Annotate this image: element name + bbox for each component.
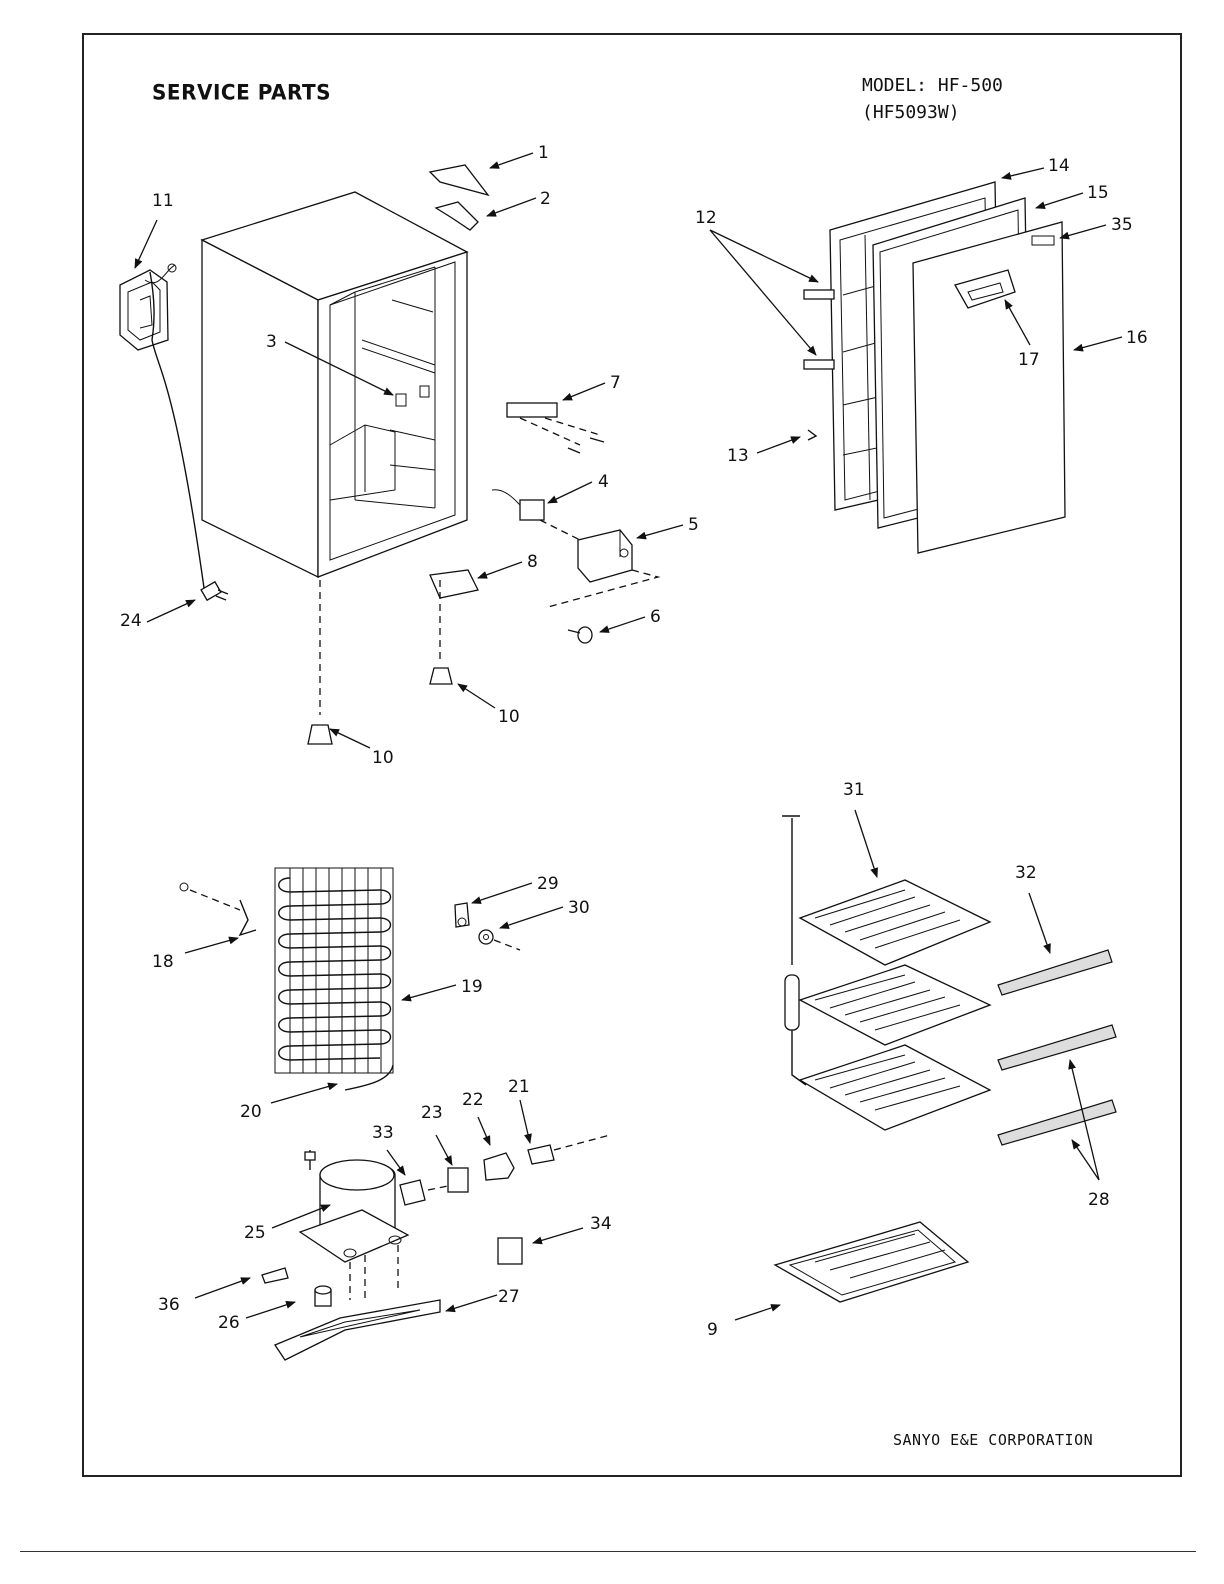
part-28-rail <box>997 1024 1117 1071</box>
cabinet-drawing <box>200 191 469 579</box>
callout-7: 7 <box>610 373 621 393</box>
callout-25: 25 <box>244 1223 266 1243</box>
part-7-strip <box>506 402 558 418</box>
evaporator-shelves <box>782 815 992 1131</box>
part-5-thermostat <box>577 529 633 583</box>
callout-22: 22 <box>462 1090 484 1110</box>
callout-10a: 10 <box>498 707 520 727</box>
part-18-clip <box>179 882 257 937</box>
callout-35: 35 <box>1111 215 1133 235</box>
part-2-bracket <box>434 201 479 231</box>
door-assembly <box>803 181 1066 554</box>
part-4-switch <box>491 489 545 521</box>
callout-1: 1 <box>538 143 549 163</box>
callout-20: 20 <box>240 1102 262 1122</box>
callout-29: 29 <box>537 874 559 894</box>
callout-12: 12 <box>695 208 717 228</box>
callout-24: 24 <box>120 611 142 631</box>
callout-13: 13 <box>727 446 749 466</box>
callout-27: 27 <box>498 1287 520 1307</box>
callout-31: 31 <box>843 780 865 800</box>
drawing-frame <box>82 33 1182 1477</box>
callout-11: 11 <box>152 191 174 211</box>
parts-29-30-washers <box>454 902 521 951</box>
leg-icon <box>429 667 453 685</box>
part-27-base <box>274 1299 441 1361</box>
part-26-grommet <box>314 1285 332 1307</box>
model-info: MODEL: HF-500 (HF5093W) <box>862 72 1003 126</box>
part-11-housing <box>119 269 169 351</box>
callout-36: 36 <box>158 1295 180 1315</box>
page-bottom-rule <box>20 1551 1196 1552</box>
page-title: SERVICE PARTS <box>152 79 332 105</box>
model-code: (HF5093W) <box>862 102 960 123</box>
callout-21: 21 <box>508 1077 530 1097</box>
callout-18: 18 <box>152 952 174 972</box>
callout-19: 19 <box>461 977 483 997</box>
callout-28: 28 <box>1088 1190 1110 1210</box>
part-32-rail <box>997 949 1113 996</box>
part-1-cover <box>428 164 490 197</box>
callout-26: 26 <box>218 1313 240 1333</box>
callout-3: 3 <box>266 332 277 352</box>
callout-30: 30 <box>568 898 590 918</box>
callout-4: 4 <box>598 472 609 492</box>
callout-16: 16 <box>1126 328 1148 348</box>
part-8-plate <box>429 569 479 599</box>
model-number: MODEL: HF-500 <box>862 75 1003 96</box>
condenser-grid <box>274 867 394 1091</box>
company-name: SANYO E&E CORPORATION <box>893 1431 1094 1449</box>
callout-2: 2 <box>540 189 551 209</box>
part-28-rail <box>997 1099 1117 1146</box>
callout-32: 32 <box>1015 863 1037 883</box>
callout-9: 9 <box>707 1320 718 1340</box>
screw-icon <box>567 447 581 454</box>
callout-8: 8 <box>527 552 538 572</box>
callout-23: 23 <box>421 1103 443 1123</box>
part-9-tray <box>773 1221 970 1303</box>
part-25-compressor <box>298 1159 410 1263</box>
callout-5: 5 <box>688 515 699 535</box>
callout-33: 33 <box>372 1123 394 1143</box>
callout-15: 15 <box>1087 183 1109 203</box>
callout-6: 6 <box>650 607 661 627</box>
part-36-clip <box>261 1267 289 1284</box>
callout-34: 34 <box>590 1214 612 1234</box>
leg-icon <box>307 724 333 745</box>
callout-14: 14 <box>1048 156 1070 176</box>
callout-10b: 10 <box>372 748 394 768</box>
parts-33-23-22-21-electricals <box>399 1134 611 1265</box>
callout-17: 17 <box>1018 350 1040 370</box>
part-6-knob <box>567 626 593 644</box>
part-24-power-cord <box>144 263 229 602</box>
